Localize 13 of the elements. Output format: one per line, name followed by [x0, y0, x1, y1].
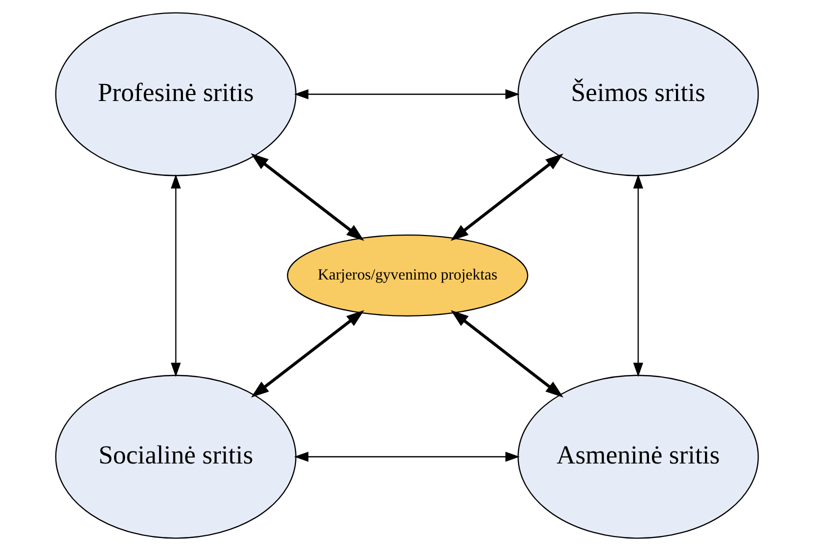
- node-ellipse: Asmeninė sritis: [518, 374, 759, 539]
- node-ellipse: Šeimos sritis: [518, 12, 759, 176]
- arrow: [294, 452, 520, 462]
- node-ellipse: Profesinė sritis: [55, 12, 296, 176]
- node-ellipse: Socialinė sritis: [55, 374, 296, 539]
- arrow: [294, 89, 520, 100]
- arrow: [450, 310, 564, 398]
- arrow: [170, 174, 181, 378]
- arrow: [450, 153, 564, 241]
- arrow: [633, 174, 644, 378]
- arrow: [251, 310, 364, 398]
- arrow: [250, 153, 364, 241]
- node-ellipse: Karjeros/gyvenimo projektas: [286, 234, 528, 317]
